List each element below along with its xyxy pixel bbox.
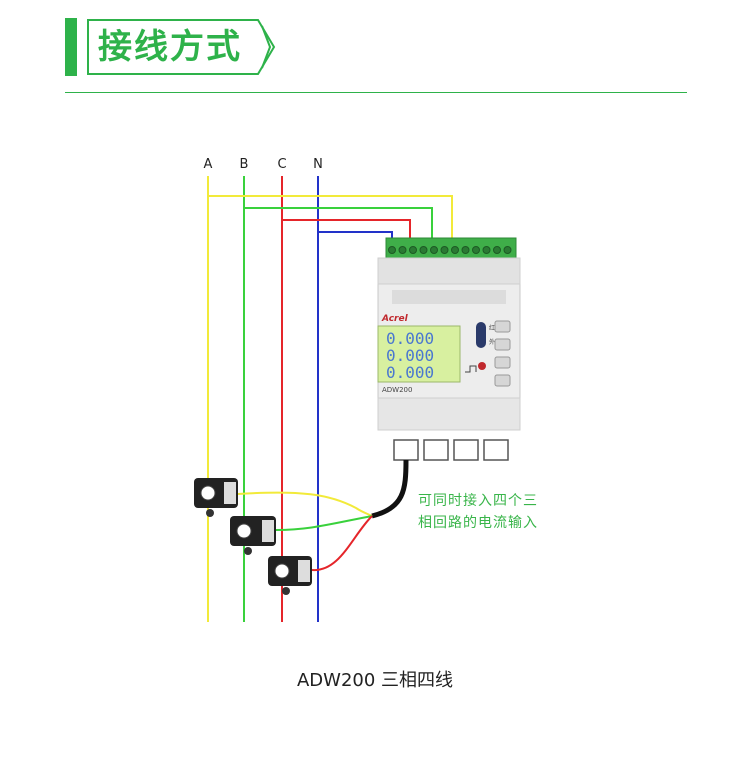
ir-port-icon bbox=[476, 322, 486, 348]
lcd-row-2: 0.000 bbox=[386, 346, 434, 365]
ct-wire-b bbox=[275, 515, 373, 531]
voltage-wire-b bbox=[244, 207, 433, 250]
meter-button-1[interactable] bbox=[494, 320, 511, 333]
ct-wire-c bbox=[311, 515, 373, 572]
header-accent-bar bbox=[65, 18, 77, 76]
phase-label-a: A bbox=[204, 157, 213, 172]
indicator-top-label: 红 bbox=[489, 324, 495, 332]
diagram-caption: ADW200 三相四线 bbox=[296, 670, 454, 691]
header-title-box: 接线方式 bbox=[86, 18, 276, 76]
lcd-row-3: 0.000 bbox=[386, 363, 434, 382]
header-title-frame bbox=[87, 19, 276, 75]
header-divider bbox=[65, 92, 687, 93]
model-label: ADW200 bbox=[382, 386, 412, 394]
lcd-screen bbox=[377, 325, 461, 383]
meter-button-3[interactable] bbox=[494, 356, 511, 369]
terminal-screw bbox=[493, 246, 501, 254]
ct-port-1 bbox=[393, 439, 419, 461]
pulse-icon bbox=[465, 365, 477, 373]
ct-port-2 bbox=[423, 439, 449, 461]
voltage-wire-n bbox=[318, 231, 393, 250]
ct-port-4 bbox=[483, 439, 509, 461]
meter-button-4[interactable] bbox=[494, 374, 511, 387]
terminal-screw bbox=[451, 246, 459, 254]
ct-note-line-2: 相回路的电流输入 bbox=[418, 515, 538, 531]
voltage-wire-a bbox=[208, 195, 453, 250]
ct-sensor-a bbox=[194, 478, 238, 517]
ct-cable bbox=[371, 459, 409, 519]
terminal-screw bbox=[419, 246, 428, 254]
status-led-icon bbox=[478, 362, 486, 370]
ct-sensor-c bbox=[268, 556, 312, 595]
terminal-screw bbox=[461, 246, 470, 254]
page-title: 接线方式 bbox=[98, 27, 242, 67]
meter-button-2[interactable] bbox=[494, 338, 511, 351]
ct-sensor-b bbox=[230, 516, 276, 555]
meter-body: Acrel 0.000 0.000 0.000 ADW200 红 外 bbox=[377, 257, 521, 431]
terminal-screw bbox=[388, 246, 396, 254]
brand-logo: Acrel bbox=[381, 314, 409, 324]
terminal-screw bbox=[440, 246, 449, 254]
terminal-screw bbox=[409, 246, 417, 254]
phase-label-c: C bbox=[277, 157, 286, 172]
terminal-screw bbox=[398, 246, 407, 254]
lcd-row-1: 0.000 bbox=[386, 329, 434, 348]
current-input-ports bbox=[393, 439, 509, 461]
phase-label-n: N bbox=[313, 157, 323, 172]
indicator-bottom-label: 外 bbox=[489, 338, 495, 346]
ct-note-line-1: 可同时接入四个三 bbox=[418, 493, 538, 509]
phase-label-b: B bbox=[240, 157, 249, 172]
ct-port-3 bbox=[453, 439, 479, 461]
terminal-block bbox=[385, 237, 517, 261]
terminal-screw bbox=[430, 246, 438, 254]
terminal-screw bbox=[482, 246, 491, 254]
terminal-screw bbox=[472, 246, 480, 254]
ct-wire-a bbox=[237, 491, 373, 517]
terminal-screw bbox=[503, 246, 512, 254]
